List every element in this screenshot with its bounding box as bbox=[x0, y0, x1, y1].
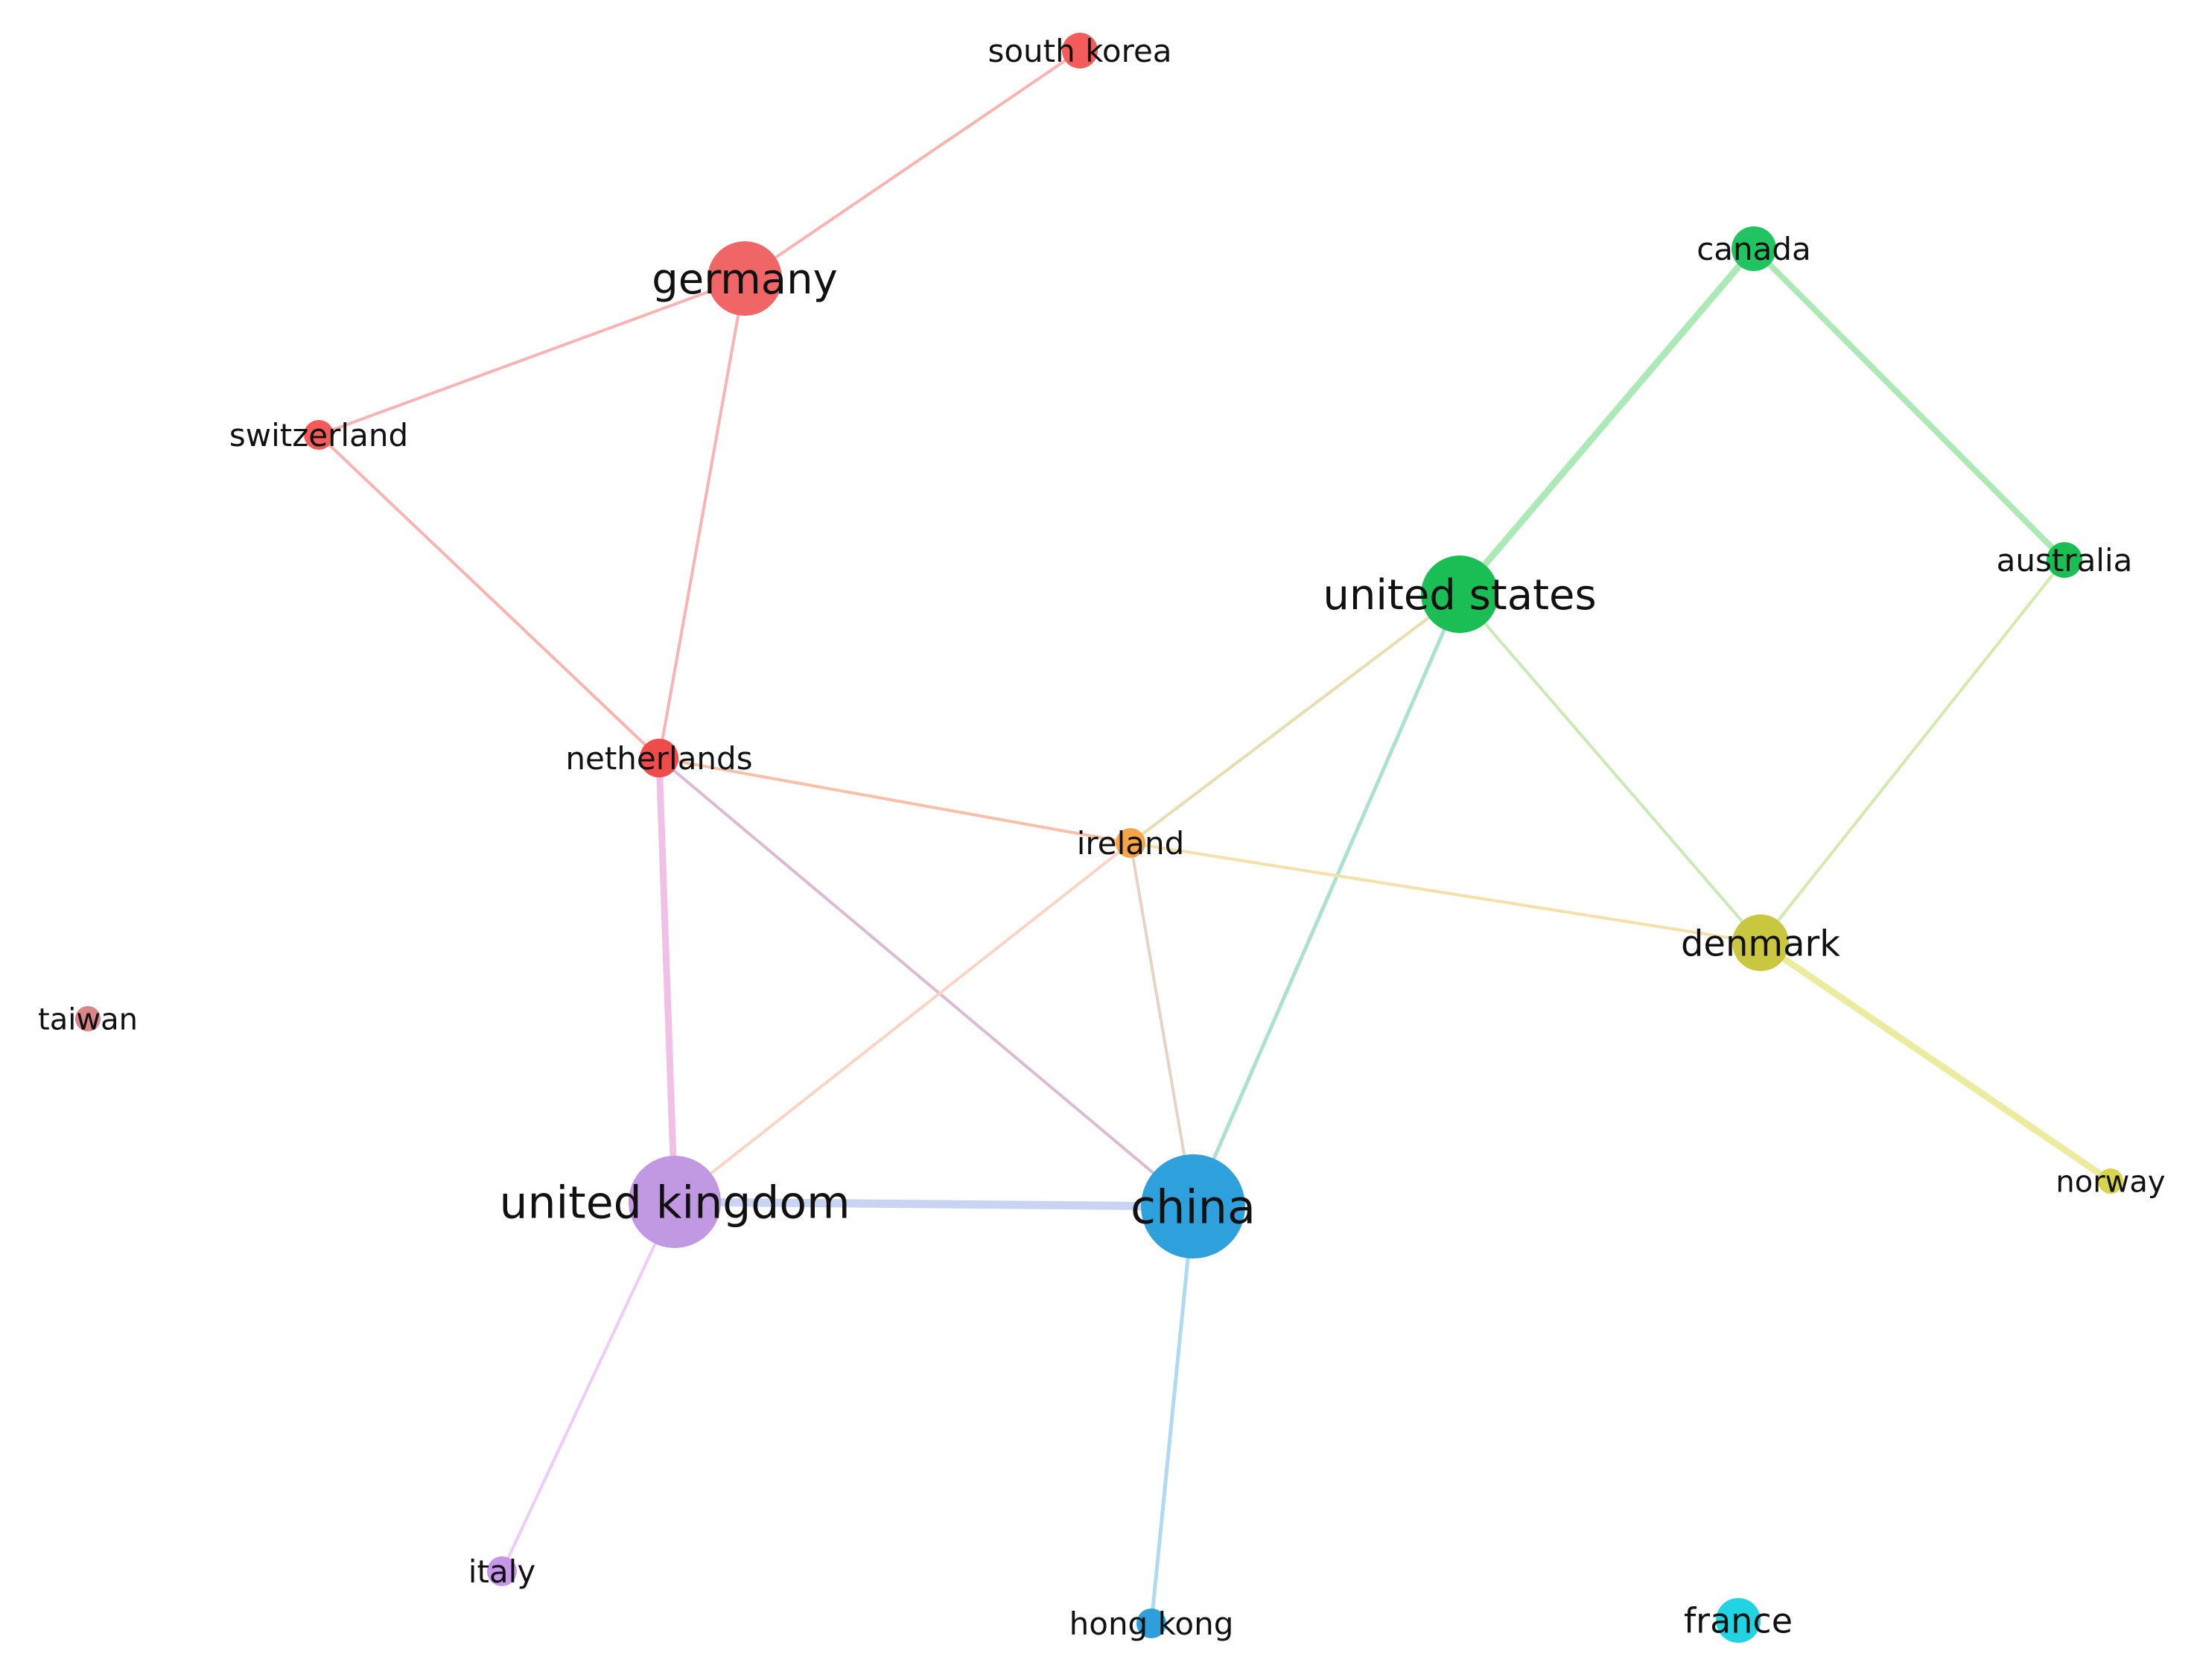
edge-germany-switzerland bbox=[317, 277, 746, 436]
node-label-australia: australia bbox=[1997, 542, 2133, 579]
node-label-united-kingdom: united kingdom bbox=[499, 1177, 850, 1229]
node-label-canada: canada bbox=[1697, 231, 1811, 267]
network-labels: south korea germany switzerland netherlands… bbox=[38, 33, 2166, 1642]
node-label-norway: norway bbox=[2055, 1165, 2165, 1199]
edge-netherlands-united-kingdom bbox=[655, 754, 678, 1206]
edge-ireland-united-kingdom bbox=[673, 841, 1132, 1203]
node-norway[interactable] bbox=[2098, 1168, 2123, 1194]
node-france[interactable] bbox=[1716, 1598, 1761, 1643]
edge-united-kingdom-china bbox=[670, 1197, 1198, 1211]
node-label-south-korea: south korea bbox=[988, 33, 1171, 69]
edge-denmark-norway bbox=[1757, 939, 2114, 1185]
network-nodes bbox=[75, 33, 2123, 1643]
node-label-italy: italy bbox=[468, 1553, 535, 1590]
edge-switzerland-netherlands bbox=[317, 433, 661, 760]
node-label-netherlands: netherlands bbox=[565, 740, 752, 777]
edge-netherlands-china bbox=[658, 757, 1195, 1208]
node-label-hong-kong: hong kong bbox=[1069, 1606, 1234, 1642]
node-label-france: france bbox=[1684, 1601, 1793, 1641]
edge-united-states-china bbox=[1191, 592, 1462, 1209]
edge-germany-netherlands bbox=[658, 277, 746, 760]
node-label-china: china bbox=[1131, 1180, 1256, 1234]
node-label-ireland: ireland bbox=[1077, 825, 1185, 862]
edge-united-states-denmark bbox=[1458, 593, 1762, 944]
edge-netherlands-ireland bbox=[658, 757, 1132, 844]
edge-ireland-denmark bbox=[1129, 841, 1762, 944]
node-denmark[interactable] bbox=[1732, 914, 1789, 971]
edge-canada-united-states bbox=[1456, 245, 1758, 598]
node-germany[interactable] bbox=[708, 241, 782, 316]
node-italy[interactable] bbox=[487, 1556, 517, 1586]
edge-united-kingdom-italy bbox=[500, 1200, 676, 1573]
node-label-taiwan: taiwan bbox=[38, 1002, 138, 1037]
node-south-korea[interactable] bbox=[1062, 33, 1098, 69]
node-netherlands[interactable] bbox=[640, 739, 678, 777]
node-label-switzerland: switzerland bbox=[229, 417, 408, 454]
edge-china-hong-kong bbox=[1149, 1204, 1195, 1626]
node-china[interactable] bbox=[1141, 1154, 1245, 1259]
node-label-denmark: denmark bbox=[1681, 923, 1840, 964]
edge-australia-denmark bbox=[1759, 559, 2066, 944]
edge-south-korea-germany bbox=[743, 49, 1081, 280]
network-edges bbox=[317, 49, 2114, 1626]
node-canada[interactable] bbox=[1732, 226, 1776, 271]
node-hong-kong[interactable] bbox=[1136, 1609, 1166, 1638]
node-taiwan[interactable] bbox=[75, 1006, 101, 1031]
edge-canada-australia bbox=[1751, 246, 2067, 563]
node-united-kingdom[interactable] bbox=[629, 1156, 721, 1248]
node-label-germany: germany bbox=[652, 255, 838, 304]
node-switzerland[interactable] bbox=[304, 420, 334, 450]
node-australia[interactable] bbox=[2047, 542, 2082, 578]
edge-ireland-china bbox=[1129, 841, 1195, 1208]
node-united-states[interactable] bbox=[1421, 556, 1498, 633]
node-ireland[interactable] bbox=[1116, 828, 1145, 858]
node-label-united-states: united states bbox=[1323, 571, 1596, 620]
edge-united-states-ireland bbox=[1129, 593, 1461, 844]
